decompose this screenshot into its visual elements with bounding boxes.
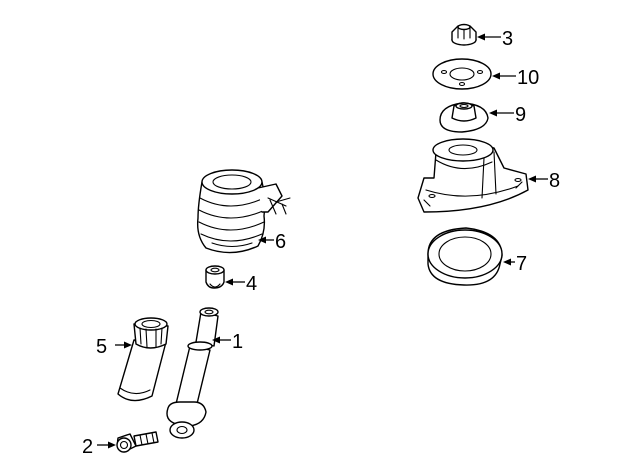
callout-7: 7 [516, 253, 527, 275]
callout-labels: 3 10 9 8 7 6 4 1 5 2 [82, 28, 560, 458]
leader-lines [97, 33, 548, 449]
part-1-strut[interactable] [166, 307, 219, 439]
part-3-nut[interactable] [451, 23, 477, 46]
part-5-shock-body[interactable] [117, 317, 169, 402]
part-4-bump-stop[interactable] [205, 265, 225, 289]
part-2-bolt[interactable] [116, 431, 159, 453]
callout-9: 9 [515, 104, 526, 126]
callout-5: 5 [96, 336, 107, 358]
part-7-insulator-ring[interactable] [427, 227, 503, 286]
part-10-mount-plate[interactable] [432, 58, 492, 90]
callout-6: 6 [275, 231, 286, 253]
callout-10: 10 [517, 67, 539, 89]
part-8-upper-mount[interactable] [417, 138, 529, 213]
part-6-dust-boot[interactable] [196, 169, 291, 254]
callout-1: 1 [232, 331, 243, 353]
callout-2: 2 [82, 436, 93, 458]
callout-4: 4 [246, 273, 257, 295]
callout-8: 8 [549, 170, 560, 192]
callout-3: 3 [502, 28, 513, 50]
part-9-cushion[interactable] [439, 102, 489, 133]
